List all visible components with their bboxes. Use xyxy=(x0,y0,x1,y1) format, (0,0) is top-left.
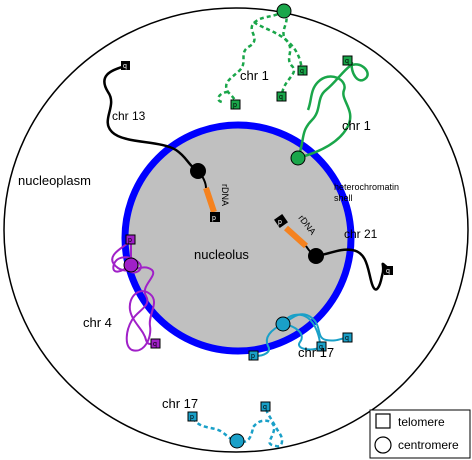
chr17-nucleolar-p-mark: p xyxy=(251,353,255,360)
chr21-q-telomere xyxy=(384,266,393,275)
label-nucleoplasm: nucleoplasm xyxy=(18,173,91,188)
chr13-p-mark: p xyxy=(212,215,216,222)
chr13-rdna xyxy=(203,187,217,213)
chr13-q-mark: q xyxy=(123,63,127,70)
legend-centromere-label: centromere xyxy=(398,438,459,452)
chr17-free-q-mark: q xyxy=(263,404,267,411)
chr4-strand-b xyxy=(112,256,142,274)
legend: telomere centromere xyxy=(369,409,471,459)
chr1-dashed-q-telomere xyxy=(297,65,308,76)
chr1-dashed-q2-mark: q xyxy=(279,94,283,101)
chr1-solid-centromere xyxy=(290,150,306,166)
label-rdna-13: rDNA xyxy=(220,184,230,206)
chr21-rdna xyxy=(283,225,309,249)
chr13-p-telomere xyxy=(210,212,220,222)
chr17-nucleolar-q2-telomere xyxy=(316,341,327,352)
chr1-dashed-strand-b xyxy=(280,11,296,97)
chr21-p-telomere xyxy=(274,214,288,228)
chr1-solid-strand-b xyxy=(297,75,352,160)
chr17-nucleolar-strand-d xyxy=(282,313,321,346)
chr13-centromere xyxy=(190,163,206,179)
label-chr13: chr 13 xyxy=(112,109,146,123)
chr1-dashed-q-mark: q xyxy=(300,68,304,75)
legend-centromere-icon xyxy=(374,436,392,454)
chr1-dashed-strand xyxy=(224,10,285,105)
label-chr1-dashed: chr 1 xyxy=(240,68,269,83)
chr1-dashed-p-telomere xyxy=(230,99,241,110)
chr17-free-centromere xyxy=(229,433,245,449)
chr17-free-q-telomere xyxy=(260,401,271,412)
chr13-strand xyxy=(103,64,199,172)
label-nucleolus: nucleolus xyxy=(194,247,249,262)
label-chr4: chr 4 xyxy=(83,315,112,330)
chr21-p-mark: p xyxy=(278,219,282,226)
chr1-dashed-q2-telomere xyxy=(276,91,287,102)
nucleolus xyxy=(121,121,355,355)
chr1-dashed-centromere xyxy=(276,3,292,19)
chr4-q-telomere xyxy=(150,338,161,349)
chr4-p-telomere xyxy=(125,234,136,245)
chr21-centromere xyxy=(308,248,324,264)
chr1-solid-q-telomere xyxy=(342,55,353,66)
telomere-squares: q p p q p q q q p q p q q p q xyxy=(121,55,393,422)
chr17-nucleolar-strand xyxy=(254,323,284,357)
label-chr21: chr 21 xyxy=(344,227,378,241)
chr21-q-mark: q xyxy=(386,268,390,275)
chr17-nucleolar-centromere xyxy=(275,316,291,332)
chr13-q-telomere xyxy=(121,61,130,70)
chr17-free-strand xyxy=(191,405,284,448)
label-chr17-nucleolar: chr 17 xyxy=(298,345,334,360)
legend-telomere-icon xyxy=(375,413,391,429)
chr17-nucleolar-q-telomere xyxy=(342,332,353,343)
label-chr1-solid: chr 1 xyxy=(342,118,371,133)
label-heterochromatin: heterochromatin xyxy=(334,182,399,192)
label-chr17-free: chr 17 xyxy=(162,396,198,411)
chr17-nucleolar-p-telomere xyxy=(248,350,259,361)
label-shell: shell xyxy=(334,193,353,203)
chr17-nucleolar-strand-c xyxy=(282,323,323,351)
chr1-dashed-loop xyxy=(217,90,229,104)
chr1-solid-q-mark: q xyxy=(345,58,349,65)
chr4-q-mark: q xyxy=(153,341,157,348)
legend-telomere-label: telomere xyxy=(398,415,445,429)
chr4-p-mark: p xyxy=(128,237,132,244)
chr17-free-p-telomere xyxy=(187,411,198,422)
chr4-centromere xyxy=(123,257,139,273)
chr1-dashed-p-mark: p xyxy=(233,102,237,109)
chr17-nucleolar-q-mark: q xyxy=(345,335,349,342)
chr17-nucleolar-q2-mark: q xyxy=(319,344,323,351)
chr4-strand xyxy=(111,241,155,352)
chr17-free-p-mark: p xyxy=(190,414,194,421)
chr1-dashed-strand-c xyxy=(253,21,304,73)
